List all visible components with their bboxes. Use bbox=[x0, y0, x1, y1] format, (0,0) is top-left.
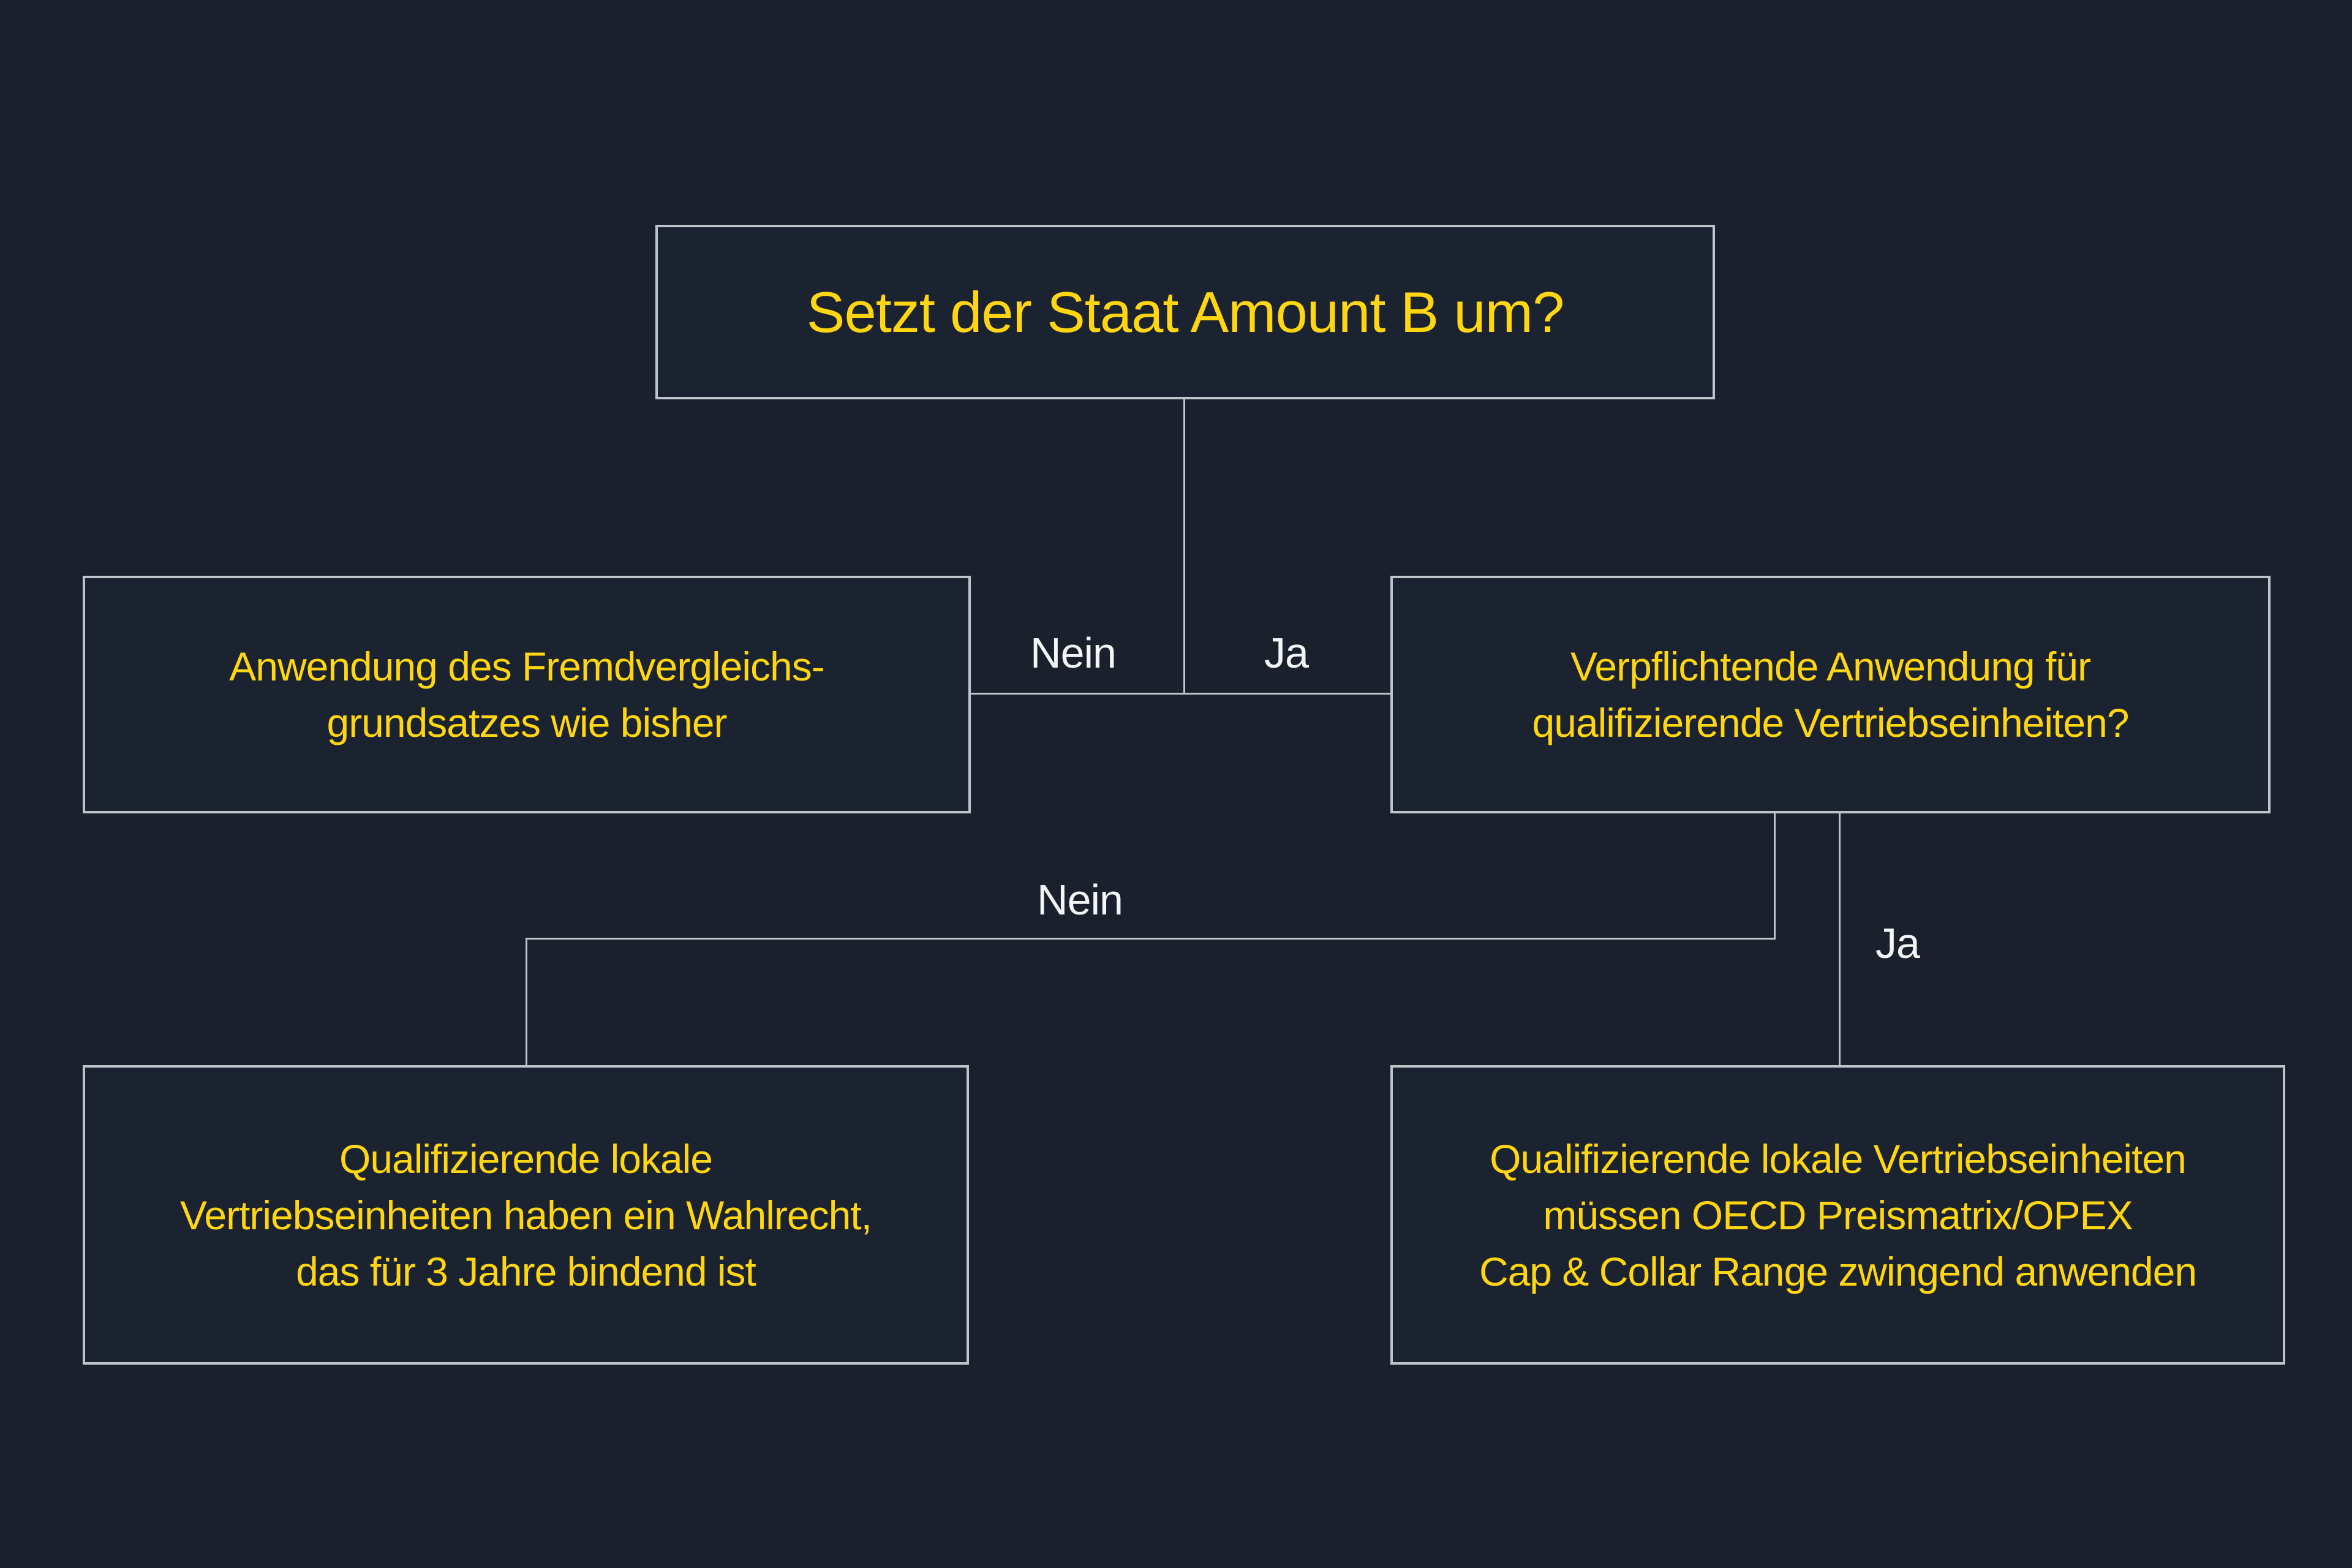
right-question-box: Verpflichtende Anwendung für qualifizier… bbox=[1390, 576, 2271, 813]
node-text-line: grundsatzes wie bisher bbox=[326, 700, 727, 745]
root-question-box: Setzt der Staat Amount B um? bbox=[655, 225, 1715, 399]
bottom-left-outcome-box: Qualifizierende lokale Vertriebseinheite… bbox=[83, 1065, 969, 1365]
connector-nein-horizontal bbox=[526, 938, 1776, 940]
edge-label-ja: Ja bbox=[1264, 629, 1309, 677]
connector-right-nein-vertical bbox=[1774, 813, 1776, 939]
node-text-line: müssen OECD Preismatrix/OPEX bbox=[1543, 1192, 2133, 1238]
node-text-line: Anwendung des Fremdvergleichs- bbox=[229, 644, 825, 689]
edge-label-nein: Nein bbox=[1037, 876, 1123, 924]
node-text-line: das für 3 Jahre bindend ist bbox=[296, 1248, 756, 1294]
connector-nein-drop-vertical bbox=[526, 939, 527, 1065]
connector-ja-vertical bbox=[1839, 813, 1841, 1065]
node-text-line: Setzt der Staat Amount B um? bbox=[806, 279, 1564, 344]
connector-root-vertical bbox=[1183, 399, 1185, 694]
node-text-line: Qualifizierende lokale Vertriebseinheite… bbox=[1490, 1136, 2187, 1182]
node-text-line: Cap & Collar Range zwingend anwenden bbox=[1479, 1248, 2197, 1294]
node-text-line: Vertriebseinheiten haben ein Wahlrecht, bbox=[180, 1192, 872, 1238]
connector-root-branch-horizontal bbox=[970, 693, 1392, 695]
node-text-line: Qualifizierende lokale bbox=[339, 1136, 713, 1182]
left-outcome-box: Anwendung des Fremdvergleichs- grundsatz… bbox=[83, 576, 971, 813]
node-text-line: Verpflichtende Anwendung für bbox=[1570, 644, 2091, 689]
bottom-right-outcome-box: Qualifizierende lokale Vertriebseinheite… bbox=[1390, 1065, 2285, 1365]
node-text-line: qualifizierende Vertriebseinheiten? bbox=[1532, 700, 2129, 745]
edge-label-nein: Nein bbox=[1030, 629, 1117, 677]
edge-label-ja: Ja bbox=[1875, 919, 1920, 967]
